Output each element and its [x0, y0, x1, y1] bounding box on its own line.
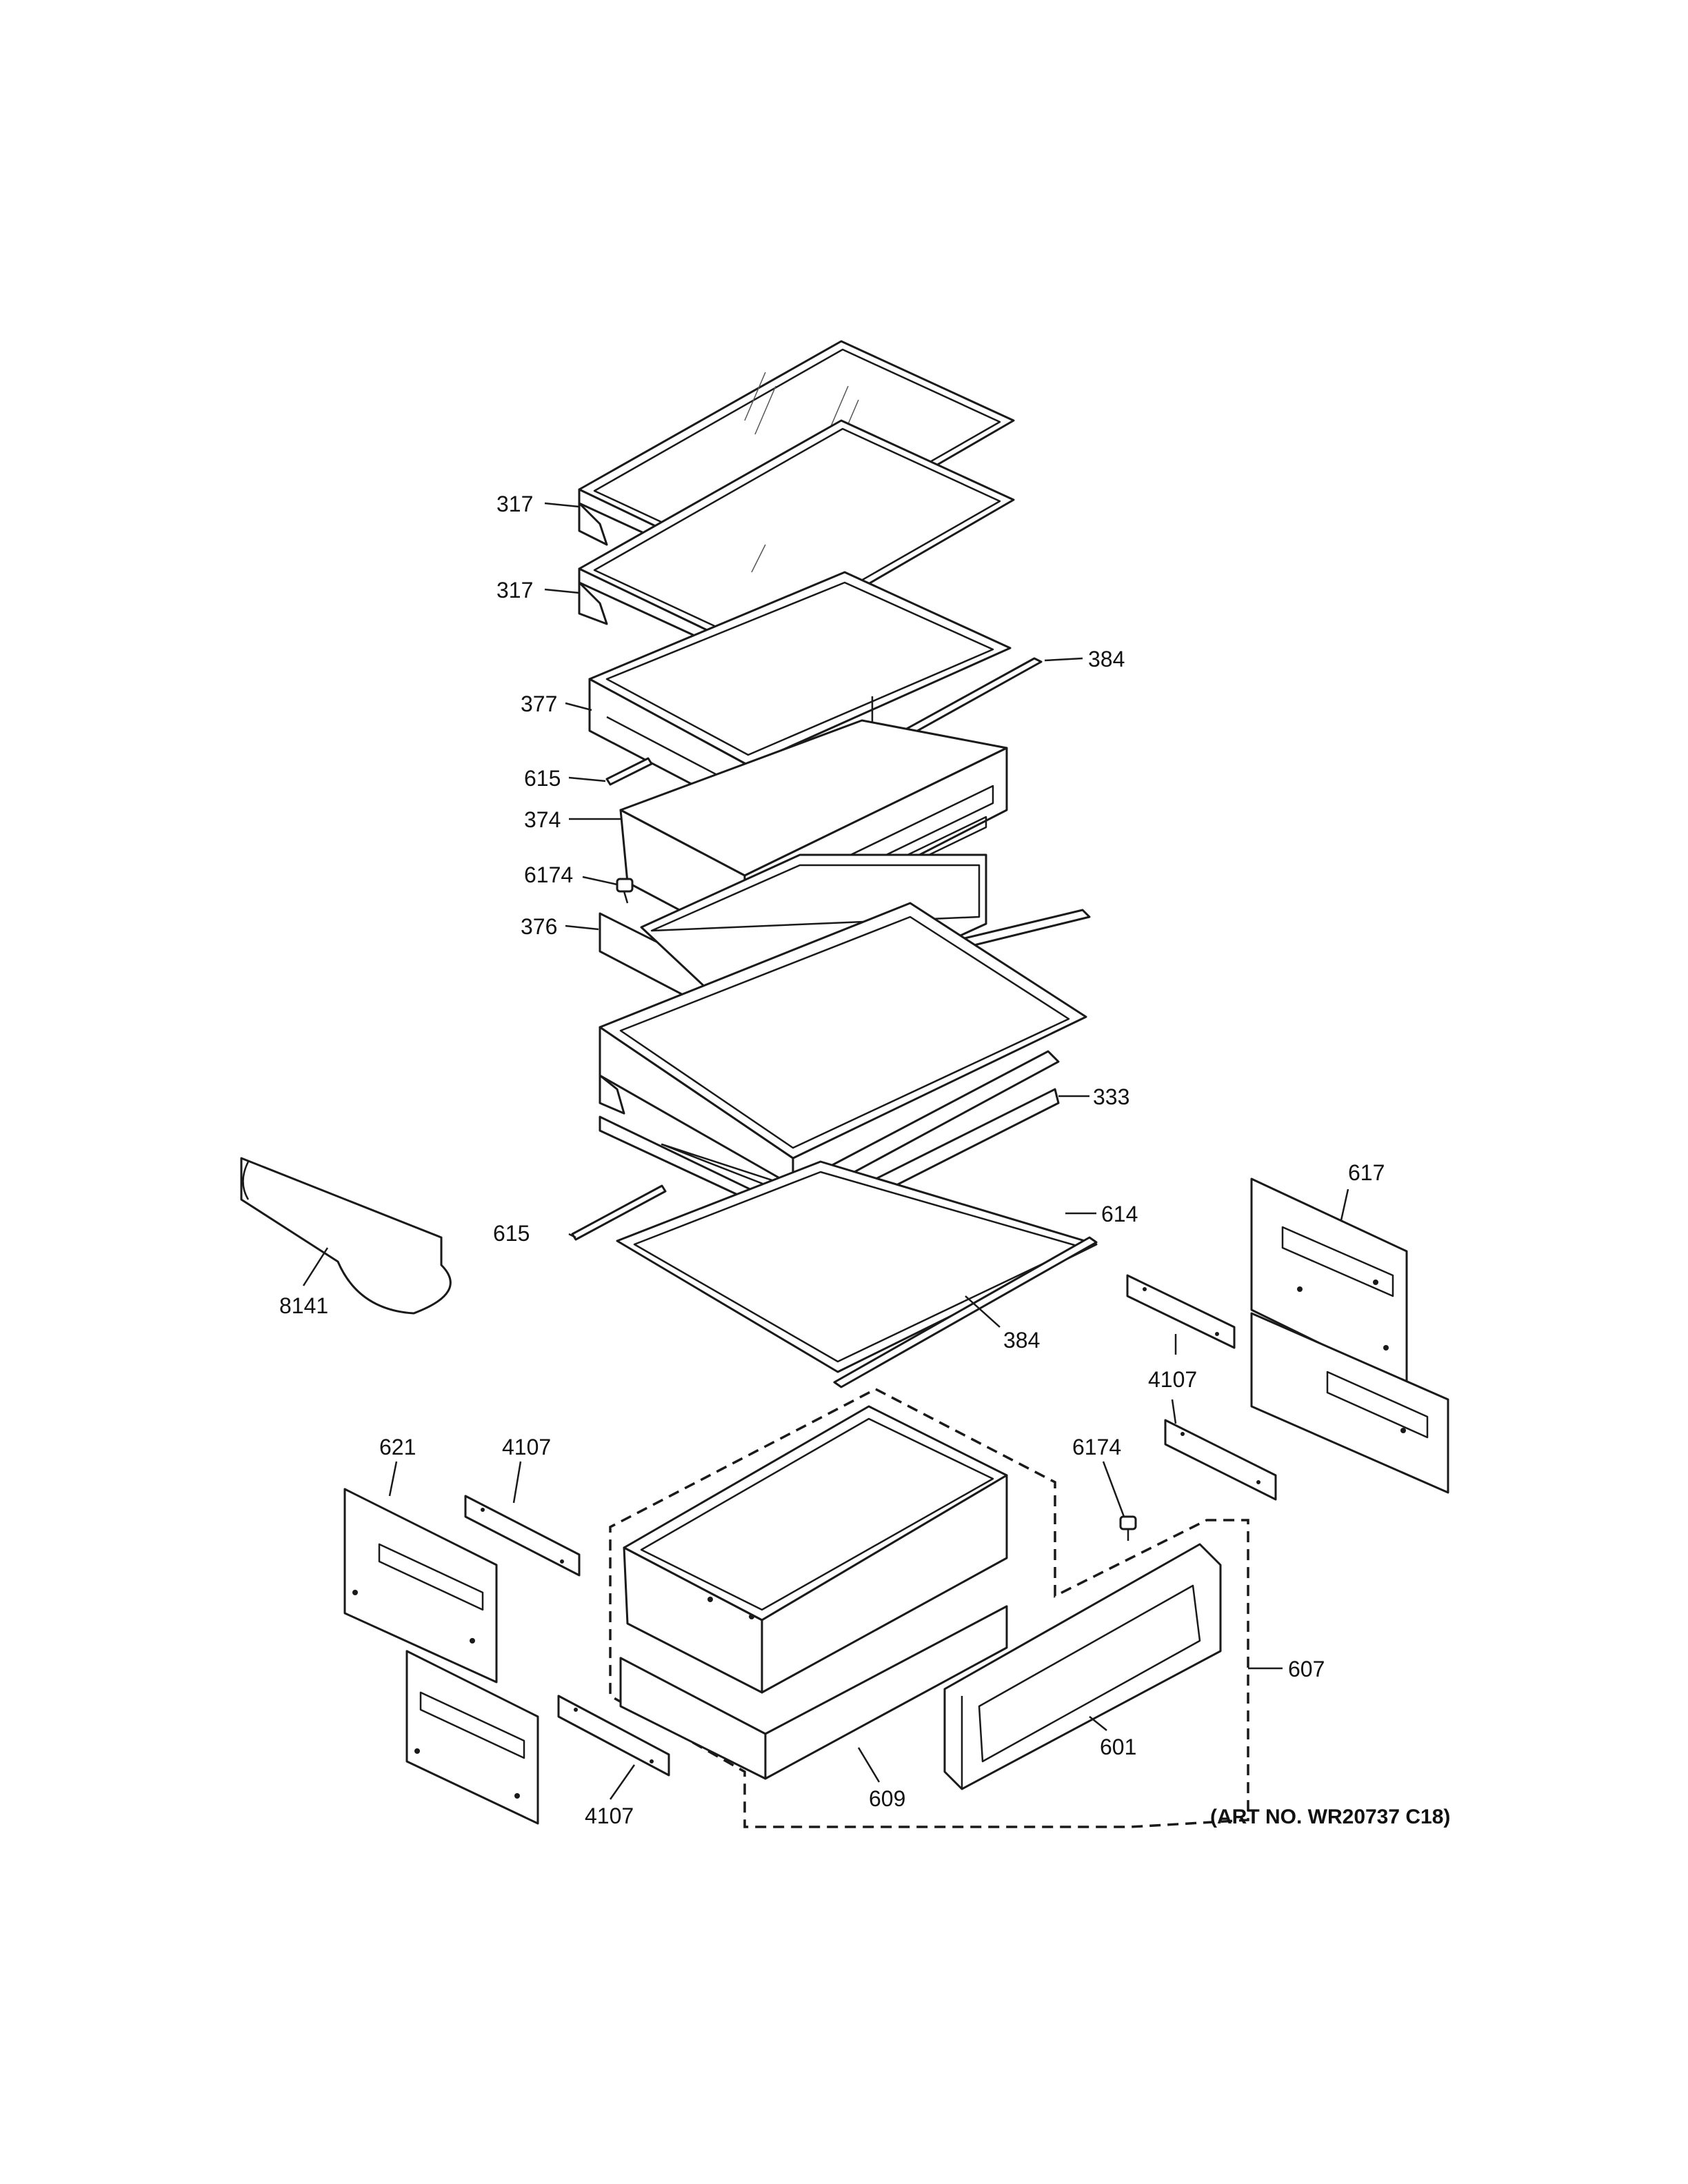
part-shelf-frame-main[interactable] — [599, 902, 1087, 1187]
callout-labels: 317 317 384 377 615 374 6174 376 333 615… — [279, 492, 1385, 1828]
part-317-glass-shelf-second[interactable] — [578, 419, 1015, 663]
callout-615-upper: 615 — [524, 766, 561, 791]
callout-617: 617 — [1348, 1160, 1385, 1185]
callout-6174-upper: 6174 — [524, 862, 573, 887]
part-4107-rail-right-lower[interactable] — [1164, 1419, 1277, 1501]
part-8141-trim[interactable] — [240, 1157, 452, 1315]
part-4107-rail-left-upper[interactable] — [464, 1495, 581, 1577]
part-601-drawer-front[interactable] — [943, 1543, 1222, 1790]
part-607-drawer-assembly-outline[interactable] — [609, 1388, 1249, 1828]
callout-621: 621 — [379, 1435, 416, 1459]
callout-6174-lower: 6174 — [1072, 1435, 1121, 1459]
part-4107-rail-right-upper[interactable] — [1126, 1274, 1236, 1349]
callout-609: 609 — [869, 1786, 905, 1811]
callout-601: 601 — [1100, 1735, 1136, 1759]
part-615-bracket-upper[interactable] — [605, 757, 653, 786]
callout-4107-left-upper: 4107 — [502, 1435, 551, 1459]
callout-384-lower: 384 — [1003, 1328, 1040, 1353]
callout-607: 607 — [1288, 1657, 1325, 1681]
part-609-drawer-bin[interactable] — [619, 1405, 1008, 1780]
callout-376: 376 — [521, 914, 557, 939]
callout-4107-left-lower: 4107 — [585, 1803, 634, 1828]
callout-384-upper: 384 — [1088, 647, 1125, 671]
part-384-rail-lower[interactable] — [833, 1236, 1098, 1388]
callout-317-top: 317 — [496, 492, 533, 516]
part-617-bracket-panel[interactable] — [1250, 1177, 1449, 1494]
callout-333: 333 — [1093, 1084, 1129, 1109]
callout-614: 614 — [1101, 1202, 1138, 1226]
part-6174-screw-upper[interactable] — [616, 878, 634, 904]
part-4107-rail-left-lower[interactable] — [557, 1695, 670, 1777]
callout-317-second: 317 — [496, 578, 533, 603]
part-621-bracket-panel[interactable] — [343, 1488, 539, 1825]
callout-615-lower: 615 — [493, 1221, 530, 1246]
art-number: (ART NO. WR20737 C18) — [1210, 1806, 1450, 1828]
callout-8141: 8141 — [279, 1293, 328, 1318]
part-6174-screw-lower[interactable] — [1119, 1515, 1137, 1541]
callout-374: 374 — [524, 807, 561, 832]
callout-377: 377 — [521, 691, 557, 716]
leader-lines — [302, 502, 1349, 1800]
callout-4107-right: 4107 — [1148, 1367, 1197, 1392]
